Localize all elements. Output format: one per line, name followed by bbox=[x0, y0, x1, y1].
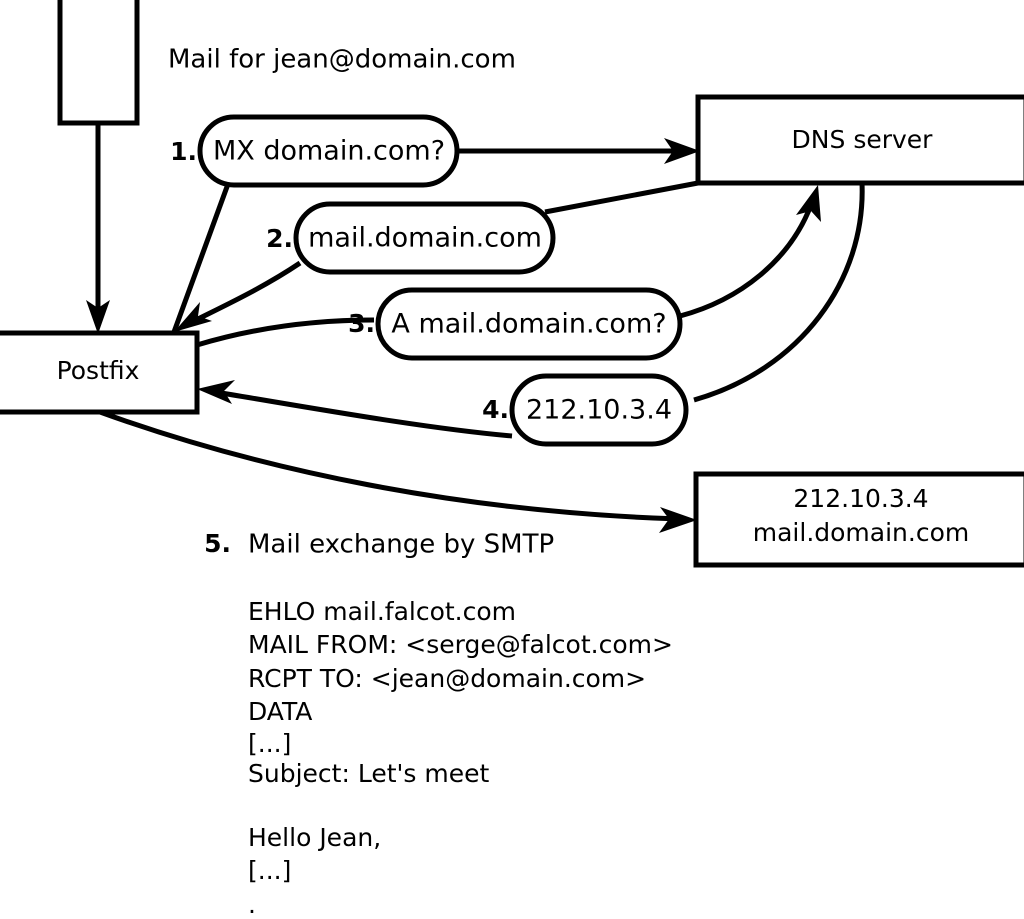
node-postfix-box bbox=[0, 330, 200, 415]
bubble-step4 bbox=[509, 373, 689, 447]
node-mailserver-label-ip: 212.10.3.4 bbox=[793, 484, 928, 513]
edge-step4-in bbox=[693, 182, 865, 403]
smtp-line-7: Hello Jean, bbox=[248, 823, 381, 852]
smtp-line-0: EHLO mail.falcot.com bbox=[248, 597, 516, 626]
node-postfix-label: Postfix bbox=[57, 356, 140, 385]
edge-step3-in bbox=[196, 317, 375, 348]
smtp-line-9: . bbox=[248, 890, 256, 919]
node-client-box bbox=[57, 0, 140, 126]
arrowhead-step3-to-dns bbox=[796, 185, 821, 222]
step-number-4: 4. bbox=[482, 395, 509, 424]
node-dns-label: DNS server bbox=[792, 125, 934, 154]
arrowhead-step4-to-postfix bbox=[197, 380, 235, 404]
arrowhead-step1-to-dns bbox=[664, 138, 700, 164]
step-number-3: 3. bbox=[348, 309, 375, 338]
diagram-title: Mail for jean@domain.com bbox=[168, 45, 516, 75]
arrowhead-step2-to-postfix bbox=[174, 302, 212, 332]
arrowhead-step5-to-mailserver bbox=[659, 507, 697, 533]
bubble-step1-label: MX domain.com? bbox=[213, 136, 445, 167]
bubble-step4-label: 212.10.3.4 bbox=[526, 395, 672, 426]
node-mailserver-box bbox=[693, 471, 1024, 568]
arrowhead-client-to-postfix bbox=[86, 300, 110, 334]
smtp-line-8: [...] bbox=[248, 856, 291, 885]
smtp-line-1: MAIL FROM: <serge@falcot.com> bbox=[248, 630, 673, 659]
step-number-1: 1. bbox=[170, 137, 197, 166]
edge-step3-out bbox=[679, 204, 814, 319]
step-number-2: 2. bbox=[266, 224, 293, 253]
smtp-line-4: [...] bbox=[248, 729, 291, 758]
bubble-step3 bbox=[375, 287, 683, 361]
bubble-step3-label: A mail.domain.com? bbox=[391, 309, 666, 340]
node-mailserver-label-host: mail.domain.com bbox=[753, 518, 969, 547]
smtp-line-5: Subject: Let's meet bbox=[248, 759, 489, 788]
step-number-5: 5. bbox=[204, 529, 231, 558]
edge-step1-in bbox=[171, 183, 231, 333]
bubble-step2 bbox=[293, 201, 556, 275]
edge-step2-in bbox=[544, 180, 699, 215]
edge-step2-out bbox=[186, 260, 302, 327]
bubble-step1 bbox=[197, 114, 460, 188]
bubble-step2-label: mail.domain.com bbox=[308, 223, 542, 254]
smtp-line-2: RCPT TO: <jean@domain.com> bbox=[248, 664, 646, 693]
smtp-line-3: DATA bbox=[248, 697, 312, 726]
step5-caption: Mail exchange by SMTP bbox=[248, 530, 554, 560]
edge-step5-smtp bbox=[99, 409, 681, 522]
edge-step4-out bbox=[214, 389, 513, 439]
